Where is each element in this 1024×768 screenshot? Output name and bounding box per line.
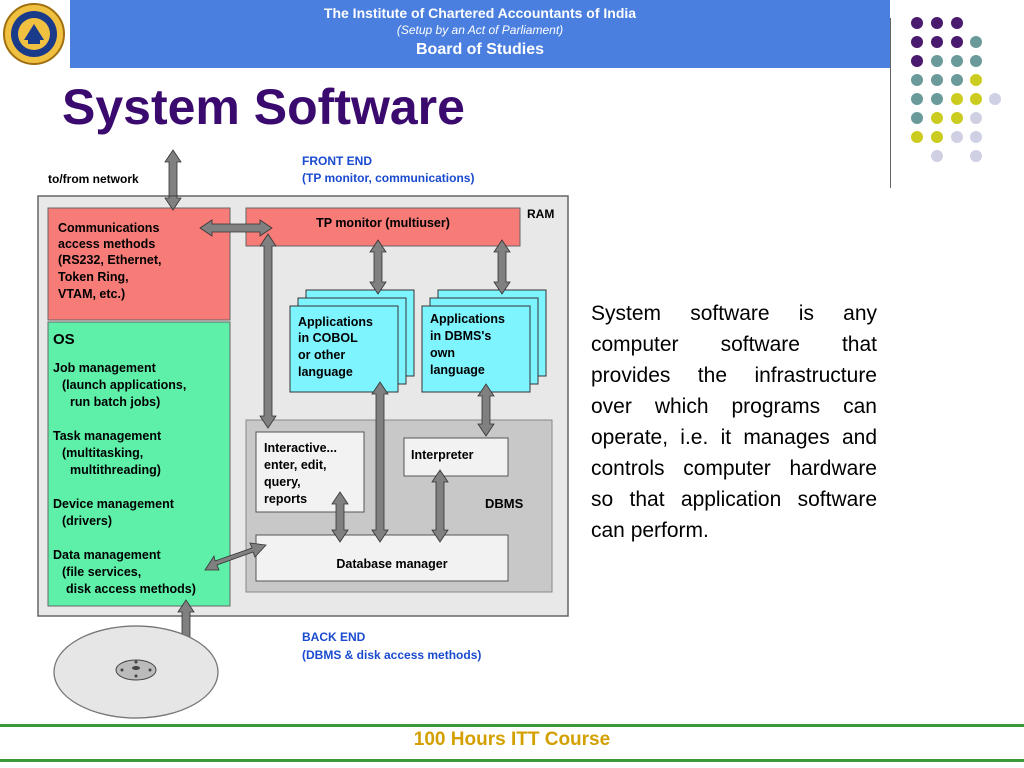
interactive-dbmanager-arrow [331, 491, 349, 543]
network-arrow [164, 195, 182, 211]
app-cobol-line: Applications [298, 315, 373, 329]
header-subtitle: (Setup by an Act of Parliament) [396, 23, 564, 37]
os-line: Device management [53, 497, 175, 511]
os-line: multithreading) [70, 463, 161, 477]
description-text: System software is any computer software… [591, 302, 877, 542]
os-title: OS [53, 331, 75, 348]
comm-line: Token Ring, [58, 270, 129, 284]
cobol-dbmanager-arrow [371, 381, 389, 543]
os-line: (file services, [62, 565, 141, 579]
app-dbms-line: Applications [430, 312, 505, 326]
header-bar: The Institute of Chartered Accountants o… [70, 0, 890, 68]
dbms-apps-interpreter-arrow [477, 383, 495, 437]
comm-line: VTAM, etc.) [58, 287, 125, 301]
front-end-subtitle: (TP monitor, communications) [302, 171, 474, 185]
interactive-line: Interactive... [264, 441, 337, 455]
os-box [47, 321, 231, 607]
interpreter-label: Interpreter [411, 448, 474, 462]
header-board: Board of Studies [415, 41, 544, 58]
app-cobol-box [289, 305, 399, 393]
app-dbms-line: language [430, 363, 485, 377]
os-line: run batch jobs) [70, 395, 160, 409]
os-line: (multitasking, [62, 446, 143, 460]
dbms-label: DBMS [485, 496, 524, 511]
interactive-box [255, 431, 365, 513]
comm-line: (RS232, Ethernet, [58, 253, 162, 267]
interactive-line: query, [264, 475, 301, 489]
tp-dbms-apps-arrow [493, 239, 511, 295]
front-end-title: FRONT END [302, 154, 372, 168]
os-line: disk access methods) [66, 582, 196, 596]
comm-tp-arrow [199, 219, 273, 237]
back-end-title: BACK END [302, 630, 366, 644]
tp-interactive-arrow [259, 233, 277, 429]
comm-box [47, 207, 231, 321]
interactive-line: enter, edit, [264, 458, 327, 472]
database-manager-box [255, 534, 509, 582]
interpreter-box [403, 437, 509, 477]
footer-divider [0, 724, 1024, 727]
app-dbms-line: own [430, 346, 455, 360]
app-dbms-box [421, 305, 531, 393]
tp-monitor-label: TP monitor (multiuser) [316, 216, 450, 230]
ram-label: RAM [527, 207, 554, 221]
system-software-diagram: to/from network FRONT END (TP monitor, c… [37, 149, 569, 719]
interpreter-dbmanager-arrow [431, 469, 449, 543]
os-line: Data management [53, 548, 162, 562]
interactive-line: reports [264, 492, 307, 506]
network-arrow [164, 149, 182, 197]
app-dbms-line: in DBMS's [430, 329, 491, 343]
app-cobol-line: language [298, 365, 353, 379]
decorative-dots [911, 17, 1001, 162]
os-line: Job management [53, 361, 157, 375]
comm-line: Communications [58, 221, 159, 235]
network-label: to/from network [48, 172, 139, 186]
back-end-subtitle: (DBMS & disk access methods) [302, 648, 481, 662]
os-line: (drivers) [62, 514, 112, 528]
icai-logo-icon [3, 3, 65, 65]
os-dbmanager-arrow [204, 542, 267, 571]
database-manager-label: Database manager [336, 557, 447, 571]
divider-line [890, 18, 891, 188]
tp-cobol-arrow [369, 239, 387, 295]
footer-divider-bottom [0, 759, 1024, 762]
comm-line: access methods [58, 237, 155, 251]
app-cobol-line: in COBOL [298, 331, 358, 345]
disk-icon [53, 625, 219, 719]
page-title: System Software [62, 79, 465, 135]
footer-course: 100 Hours ITT Course [413, 729, 611, 750]
header-institute: The Institute of Chartered Accountants o… [323, 5, 637, 21]
os-line: (launch applications, [62, 378, 186, 392]
app-cobol-line: or other [298, 348, 345, 362]
os-line: Task management [53, 429, 162, 443]
